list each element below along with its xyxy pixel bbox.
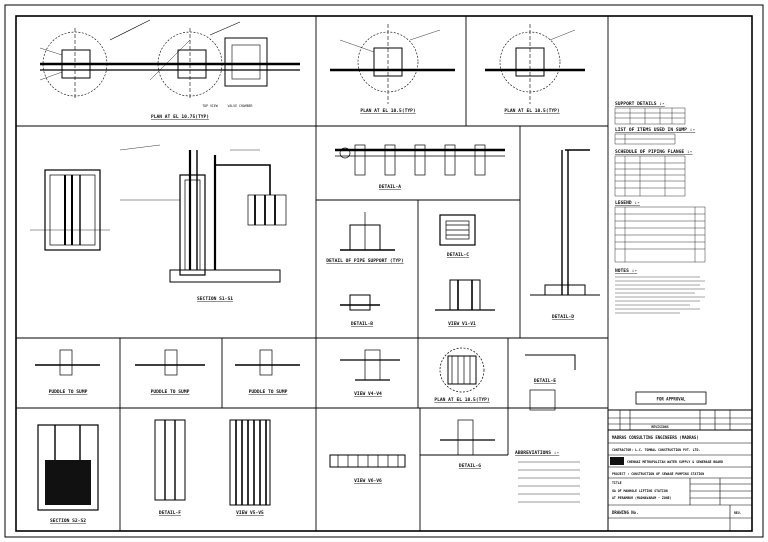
view-v5-label: VIEW V5-V5: [236, 510, 264, 516]
detail-e-label: DETAIL-E: [534, 378, 556, 384]
notes-text-lines: [615, 276, 705, 314]
abbreviation-lines: [518, 461, 580, 503]
detail-a-drawing: [335, 144, 505, 176]
revisions-header: REVISIONS: [651, 425, 668, 429]
title-line2: AT PERAMBUR (MADHAVARAM - ZONE): [612, 496, 672, 500]
client-logo-icon: [610, 457, 624, 465]
view-v4-drawing: [340, 349, 400, 381]
outer-border: [4, 4, 764, 538]
abbreviations-heading: ABBREVIATIONS :-: [515, 450, 559, 456]
client-name: CHENNAI METROPOLITAN WATER SUPPLY & SEWE…: [627, 460, 723, 464]
detail-g-drawing: [440, 419, 495, 456]
detail-d-label: DETAIL-D: [552, 314, 574, 320]
plan-bottom-drawing: [439, 347, 485, 393]
legend-heading: LEGEND :-: [615, 200, 640, 206]
title-label: TITLE: [612, 481, 622, 485]
detail-b-drawing: [340, 294, 380, 311]
plan-view-2: [330, 24, 455, 104]
plan-top2-label: PLAN AT EL 10.5(TYP): [360, 108, 415, 114]
section-s2-label: SECTION S2-S2: [50, 518, 86, 524]
support-details-table: [614, 107, 686, 125]
view-v6-label: VIEW V6-V6: [354, 478, 382, 484]
title-block: [607, 409, 753, 532]
support-details-heading: SUPPORT DETAILS :-: [615, 101, 665, 107]
plan-view-3: [485, 24, 585, 104]
notes-heading: NOTES :-: [615, 268, 637, 274]
title-line1: GA OF MANHOLE LIFTING STATION: [612, 489, 668, 493]
section-s1-label: SECTION S1-S1: [197, 296, 233, 302]
view-v4-label: VIEW V4-V4: [354, 391, 382, 397]
detail-c-label: DETAIL-C: [447, 252, 469, 258]
plan-top3-label: PLAN AT EL 10.5(TYP): [504, 108, 559, 114]
detail-pipe-support-drawing: [340, 212, 395, 251]
svg-text:VALVE CHAMBER: VALVE CHAMBER: [228, 104, 253, 108]
detail-b-label: DETAIL-B: [351, 321, 373, 327]
approval-stamp-box: [635, 391, 707, 405]
approval-stamp: FOR APPROVAL: [657, 397, 686, 402]
consultant-name: MADRAS CONSULTING ENGINEERS (MADRAS): [612, 435, 699, 440]
puddle3-label: PUDDLE TO SUMP: [249, 389, 288, 395]
list-items-heading: LIST OF ITEMS USED IN SUMP :-: [615, 127, 695, 133]
list-items-table: [614, 133, 676, 145]
plan-view-1: [39, 19, 300, 100]
view-v1-drawing: [435, 279, 495, 311]
rev-label: REV.: [734, 511, 742, 515]
inner-border: [15, 15, 753, 532]
contractor-name: CONTRACTOR: L.C. TOMBAL CONSTRUCTION PVT…: [612, 448, 700, 452]
detail-c-drawing: [439, 214, 476, 246]
detail-e-drawing: [525, 354, 576, 411]
plan-bottom-label: PLAN AT EL 10.5(TYP): [434, 397, 489, 403]
svg-text:TOP VIEW: TOP VIEW: [202, 104, 217, 108]
legend-table: [614, 206, 706, 263]
schedule-table: [614, 155, 686, 197]
view-v1-label: VIEW V1-V1: [448, 321, 476, 327]
puddle1-label: PUDDLE TO SUMP: [49, 389, 88, 395]
panel-grid: [16, 16, 609, 531]
puddle2-label: PUDDLE TO SUMP: [151, 389, 190, 395]
section-s1-drawing: [30, 144, 287, 283]
drawing-no-label: DRAWING No.: [612, 510, 639, 515]
detail-g-label: DETAIL-G: [459, 463, 481, 469]
detail-a-label: DETAIL-A: [379, 184, 401, 190]
detail-pipe-support-label: DETAIL OF PIPE SUPPORT (TYP): [326, 258, 403, 264]
plan-top1-label: PLAN AT EL 10.75(TYP): [151, 114, 209, 120]
section-s2-drawing: [37, 424, 99, 511]
project-name: PROJECT : CONSTRUCTION OF SEWAGE PUMPING…: [612, 472, 704, 476]
detail-f-label: DETAIL-F: [159, 510, 181, 516]
detail-f-drawing: [154, 419, 186, 501]
view-v5-drawing: [229, 419, 271, 506]
schedule-heading: SCHEDULE OF PIPING FLANGE :-: [615, 149, 693, 155]
detail-d-drawing: [530, 149, 600, 296]
puddle-drawings: [35, 349, 300, 376]
view-v6-drawing: [329, 454, 406, 468]
